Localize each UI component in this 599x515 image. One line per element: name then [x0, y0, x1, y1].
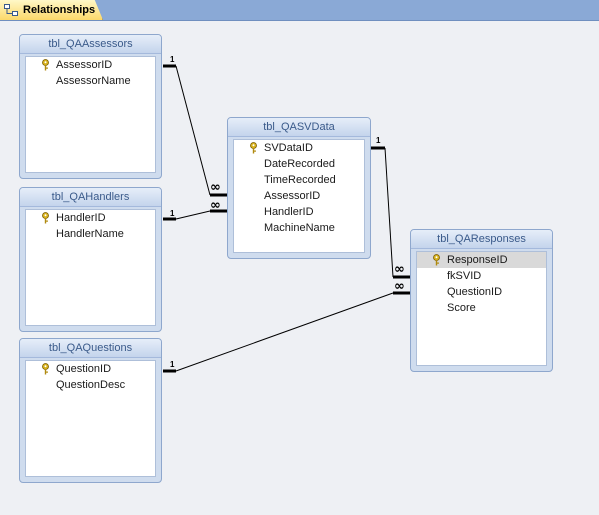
rel-label-many: ∞ [210, 198, 221, 213]
field-score[interactable]: Score [417, 300, 546, 316]
field-name: QuestionID [56, 363, 112, 375]
field-handlerid[interactable]: HandlerID [26, 210, 155, 226]
field-daterecorded[interactable]: DateRecorded [234, 156, 364, 172]
field-list[interactable]: ResponseID fkSVID QuestionID Score [416, 251, 547, 366]
field-name: ResponseID [447, 254, 508, 266]
field-name: TimeRecorded [264, 174, 336, 186]
rel-label-one: 1 [170, 360, 175, 369]
field-timerecorded[interactable]: TimeRecorded [234, 172, 364, 188]
relationships-tab[interactable]: Relationships [0, 0, 103, 20]
field-assessorid[interactable]: AssessorID [234, 188, 364, 204]
table-qaassessors[interactable]: tbl_QAAssessors AssessorID AssessorName [19, 34, 162, 179]
table-title[interactable]: tbl_QAResponses [411, 230, 552, 249]
table-title[interactable]: tbl_QAHandlers [20, 188, 161, 207]
rel-label-one: 1 [376, 136, 381, 145]
field-name: HandlerID [56, 212, 106, 224]
field-handlerid[interactable]: HandlerID [234, 204, 364, 220]
field-list[interactable]: SVDataID DateRecorded TimeRecorded Asses… [233, 139, 365, 253]
primary-key-icon [433, 254, 440, 266]
field-name: HandlerID [264, 206, 314, 218]
table-title[interactable]: tbl_QAQuestions [20, 339, 161, 358]
field-machinename[interactable]: MachineName [234, 220, 364, 236]
field-name: AssessorID [264, 190, 321, 202]
field-list[interactable]: QuestionID QuestionDesc [25, 360, 156, 477]
field-assessorid[interactable]: AssessorID [26, 57, 155, 73]
field-name: DateRecorded [264, 158, 335, 170]
table-title[interactable]: tbl_QAAssessors [20, 35, 161, 54]
field-handlername[interactable]: HandlerName [26, 226, 155, 242]
field-name: Score [447, 302, 476, 314]
primary-key-icon [250, 142, 257, 154]
field-list[interactable]: AssessorID AssessorName [25, 56, 156, 173]
field-list[interactable]: HandlerID HandlerName [25, 209, 156, 326]
field-name: QuestionDesc [56, 379, 126, 391]
rel-label-one: 1 [170, 209, 175, 218]
rel-label-one: 1 [170, 55, 175, 64]
field-questionid[interactable]: QuestionID [26, 361, 155, 377]
primary-key-icon [42, 363, 49, 375]
tab-label: Relationships [23, 4, 96, 16]
relationships-icon [4, 4, 18, 16]
field-name: AssessorID [56, 59, 113, 71]
table-qaquestions[interactable]: tbl_QAQuestions QuestionID QuestionDesc [19, 338, 162, 483]
field-name: QuestionID [447, 286, 503, 298]
primary-key-icon [42, 212, 49, 224]
table-qahandlers[interactable]: tbl_QAHandlers HandlerID HandlerName [19, 187, 162, 332]
field-name: MachineName [264, 222, 335, 234]
field-fksvid[interactable]: fkSVID [417, 268, 546, 284]
relationships-canvas[interactable]: 1 1 1 1 ∞ ∞ ∞ ∞ tbl_QAAssessors Assessor… [0, 21, 599, 515]
rel-label-many: ∞ [210, 180, 221, 195]
table-title[interactable]: tbl_QASVData [228, 118, 370, 137]
rel-label-many: ∞ [394, 279, 405, 294]
primary-key-icon [42, 59, 49, 71]
table-qaresponses[interactable]: tbl_QAResponses ResponseID fkSVID Questi… [410, 229, 553, 372]
field-assessorname[interactable]: AssessorName [26, 73, 155, 89]
table-qasvdata[interactable]: tbl_QASVData SVDataID DateRecorded TimeR… [227, 117, 371, 259]
field-questiondesc[interactable]: QuestionDesc [26, 377, 155, 393]
field-name: AssessorName [56, 75, 131, 87]
field-questionid[interactable]: QuestionID [417, 284, 546, 300]
rel-label-many: ∞ [394, 262, 405, 277]
field-responseid[interactable]: ResponseID [417, 252, 546, 268]
field-svdataid[interactable]: SVDataID [234, 140, 364, 156]
document-tab-bar: Relationships [0, 0, 599, 21]
relationship-lines: 1 1 1 1 ∞ ∞ ∞ ∞ [163, 55, 410, 373]
field-name: HandlerName [56, 228, 124, 240]
field-name: fkSVID [447, 270, 482, 282]
field-name: SVDataID [264, 142, 313, 154]
